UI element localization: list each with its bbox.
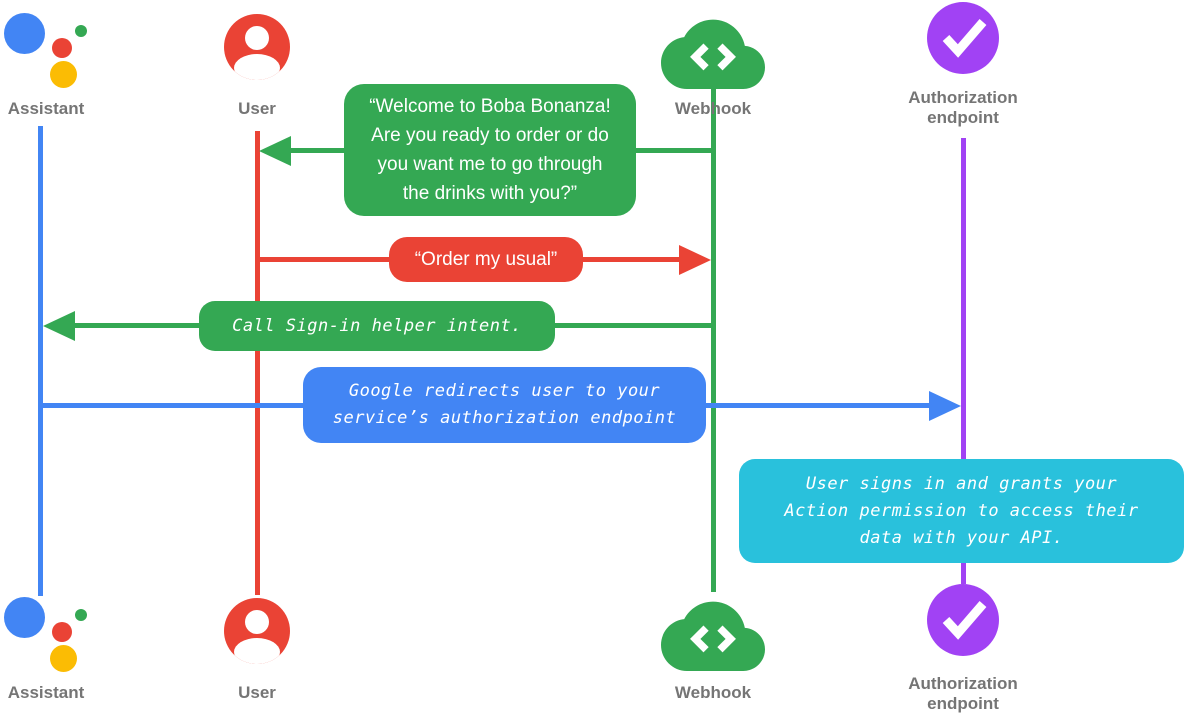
code-left-bracket xyxy=(690,43,709,71)
order-line-1: “Order my usual” xyxy=(414,249,558,270)
redirect-line-2: service’s authorization endpoint xyxy=(332,408,677,428)
person-icon-bottom xyxy=(224,598,290,664)
redirect-line-1: Google redirects user to your xyxy=(348,381,661,401)
assistant-blue-circle xyxy=(4,13,45,54)
authorization-lifeline xyxy=(961,138,966,584)
welcome-line-4: the drinks with you?” xyxy=(402,183,578,204)
assistant-red-circle xyxy=(52,622,72,642)
check-mark xyxy=(942,19,987,58)
authorization-label-bottom: Authorization endpoint xyxy=(908,674,1018,713)
order-arrowhead xyxy=(679,245,711,275)
assistant-blue-circle xyxy=(4,597,45,638)
authorization-label-top: Authorization endpoint xyxy=(908,88,1018,127)
check-mark xyxy=(942,601,987,640)
welcome-line-1: “Welcome to Boba Bonanza! xyxy=(369,96,611,117)
assistant-lifeline xyxy=(38,126,43,596)
person-body xyxy=(234,638,280,664)
welcome-arrowhead xyxy=(259,136,291,166)
order-message-bubble: “Order my usual” xyxy=(389,237,583,282)
user-lifeline xyxy=(255,131,260,595)
grant-line-1: User signs in and grants your xyxy=(805,473,1118,494)
code-left-bracket xyxy=(690,625,709,653)
cloud-code-icon-bottom xyxy=(661,601,765,671)
grant-line-2: Action permission to access their xyxy=(784,500,1139,521)
assistant-green-circle xyxy=(75,609,87,621)
assistant-yellow-circle xyxy=(50,645,77,672)
webhook-label-bottom: Webhook xyxy=(674,683,752,702)
google-assistant-logo-icon-bottom xyxy=(0,592,92,676)
person-icon-top xyxy=(224,14,290,80)
person-head xyxy=(245,610,269,634)
redirect-message-bubble: Google redirects user to your service’s … xyxy=(303,367,706,443)
welcome-line-3: you want me to go through xyxy=(377,154,603,175)
webhook-label-top: Webhook xyxy=(674,99,752,118)
signin-arrowhead xyxy=(43,311,75,341)
user-label-top: User xyxy=(238,99,276,118)
assistant-label-top: Assistant xyxy=(7,99,85,118)
grant-line-3: data with your API. xyxy=(859,527,1064,548)
person-body xyxy=(234,54,280,80)
code-right-bracket xyxy=(717,43,736,71)
check-circle-icon-top xyxy=(927,2,999,74)
check-circle-icon-bottom xyxy=(927,584,999,656)
google-assistant-logo-icon-top xyxy=(0,8,92,92)
assistant-yellow-circle xyxy=(50,61,77,88)
cloud-code-icon-top xyxy=(661,19,765,89)
webhook-lifeline xyxy=(711,84,716,592)
welcome-line-2: Are you ready to order or do xyxy=(371,125,609,146)
code-right-bracket xyxy=(717,625,736,653)
user-label-bottom: User xyxy=(238,683,276,702)
assistant-green-circle xyxy=(75,25,87,37)
grant-note-bubble: User signs in and grants your Action per… xyxy=(739,459,1184,563)
person-head xyxy=(245,26,269,50)
assistant-label-bottom: Assistant xyxy=(7,683,85,702)
signin-line-1: Call Sign-in helper intent. xyxy=(232,315,522,336)
signin-message-bubble: Call Sign-in helper intent. xyxy=(199,301,555,351)
redirect-arrowhead xyxy=(929,391,961,421)
assistant-red-circle xyxy=(52,38,72,58)
welcome-message-bubble: “Welcome to Boba Bonanza! Are you ready … xyxy=(344,84,636,216)
